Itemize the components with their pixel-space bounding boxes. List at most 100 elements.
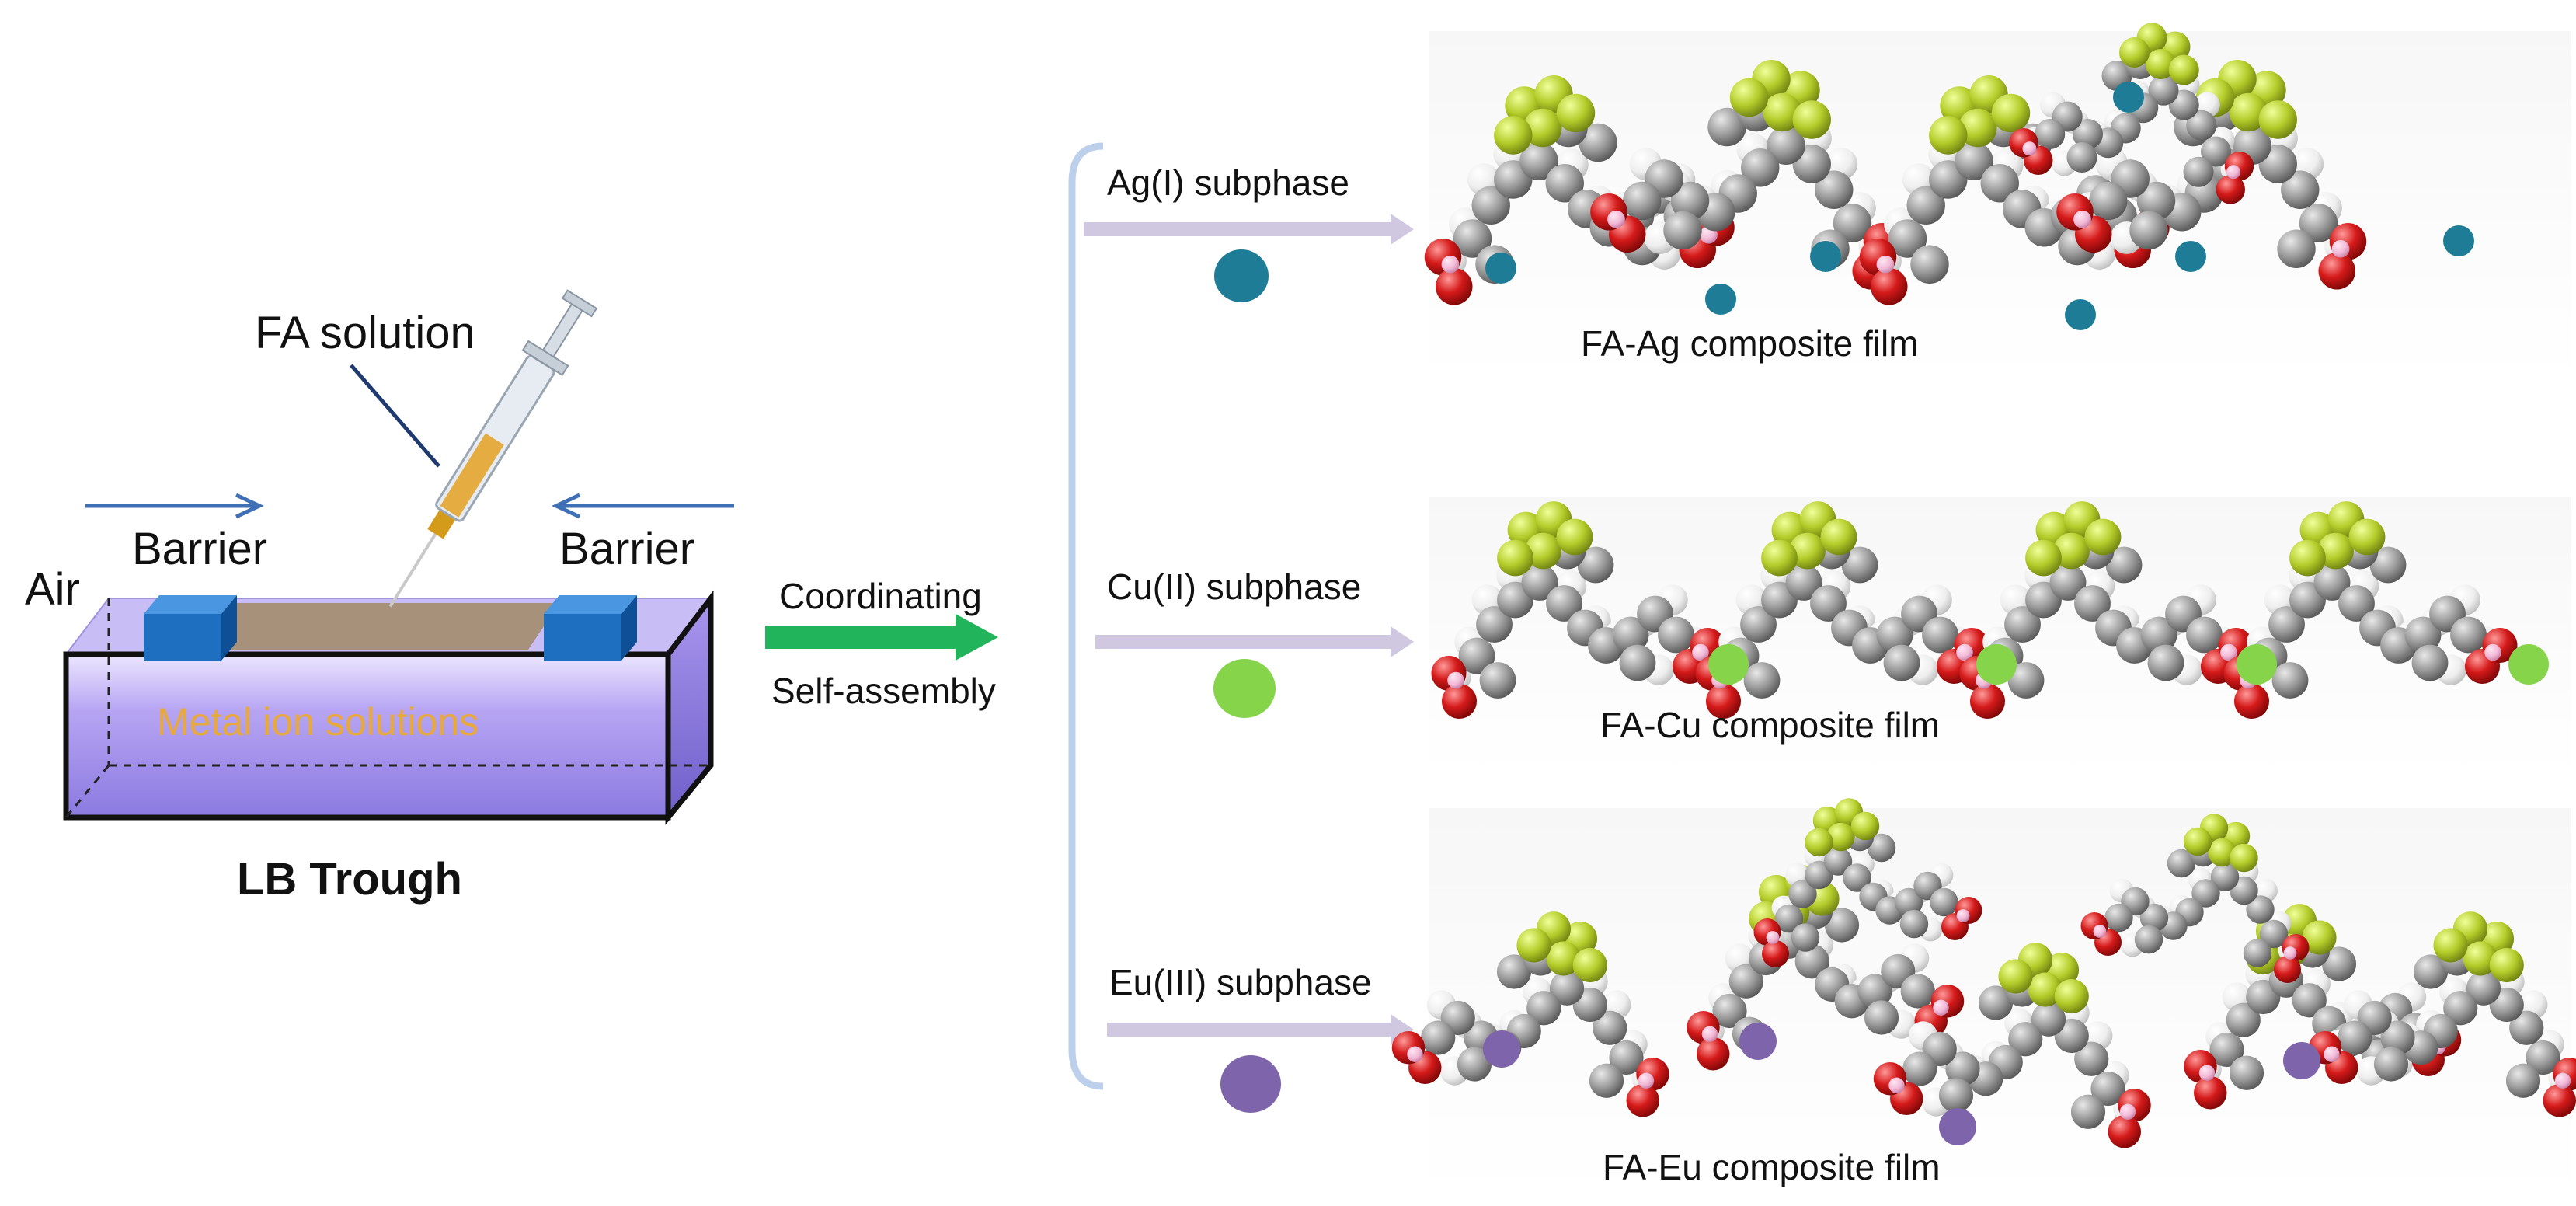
carbon-atom xyxy=(1526,991,1561,1026)
carbon-atom xyxy=(2139,903,2169,932)
acid-hydrogen-atom xyxy=(2220,643,2237,661)
ag-ion xyxy=(1810,241,1841,272)
carbon-atom xyxy=(1609,1040,1644,1075)
cu-subphase-label: Cu(II) subphase xyxy=(1107,566,1362,607)
carbon-atom xyxy=(2466,971,2501,1006)
acid-hydrogen-atom xyxy=(1441,255,1460,274)
carbon-atom xyxy=(1794,944,1829,979)
carbon-atom xyxy=(2167,849,2196,878)
carbon-atom xyxy=(1791,923,1820,952)
carbon-atom xyxy=(2292,983,2327,1018)
ag-ion xyxy=(2113,82,2144,113)
fluorine-atom xyxy=(2289,539,2326,577)
cu-ion-dot xyxy=(1213,659,1276,718)
syringe-icon xyxy=(388,289,598,608)
acid-hydrogen-atom xyxy=(2324,1046,2340,1062)
fluorine-atom xyxy=(2433,928,2468,963)
metal-ion-solutions-label: Metal ion solutions xyxy=(157,700,479,744)
fluorine-atom xyxy=(2183,827,2212,856)
self-assembly-label: Self-assembly xyxy=(771,671,996,711)
fluorine-atom xyxy=(2317,532,2354,570)
fluorine-atom xyxy=(2489,947,2524,983)
carbon-atom xyxy=(1788,880,1817,908)
carbon-atom xyxy=(2380,1020,2415,1055)
oxygen-atom xyxy=(1871,268,1908,305)
fluorine-atom xyxy=(1523,108,1562,148)
carbon-atom xyxy=(1894,887,1923,917)
carbon-atom xyxy=(1883,644,1920,681)
tank-hidden-edge xyxy=(64,765,110,818)
carbon-atom xyxy=(2259,919,2289,949)
molecule-models xyxy=(1391,23,2576,1148)
cu-ion xyxy=(2508,644,2549,685)
carbon-atom xyxy=(2070,1094,2106,1129)
oxygen-atom xyxy=(2274,956,2301,983)
fluorine-atom xyxy=(1929,116,1968,155)
carbon-atom xyxy=(2210,863,2240,891)
carbon-atom xyxy=(2526,1040,2560,1075)
ag-ion-dot xyxy=(1214,249,1269,302)
carbon-atom xyxy=(1712,993,1747,1029)
fluorine-atom xyxy=(1556,518,1593,556)
carbon-atom xyxy=(1824,908,1860,943)
fa-ag-film-label: FA-Ag composite film xyxy=(1581,323,1919,364)
carbon-atom xyxy=(2105,546,2143,584)
carbon-atom xyxy=(1741,148,1780,187)
carbon-atom xyxy=(1910,245,1949,284)
eu-subphase-label: Eu(III) subphase xyxy=(1109,962,1372,1002)
carbon-atom xyxy=(1945,1051,1980,1086)
carbon-atom xyxy=(2229,1055,2264,1090)
eu-ion-dot xyxy=(1220,1055,1281,1113)
carbon-atom xyxy=(2129,211,2168,250)
carbon-atom xyxy=(1955,141,1993,180)
carbon-atom xyxy=(1888,219,1927,258)
carbon-atom xyxy=(2268,606,2305,643)
carbon-atom xyxy=(2271,662,2309,699)
branch-bracket xyxy=(1068,142,1104,1090)
carbon-atom xyxy=(1549,971,1585,1006)
carbon-atom xyxy=(1623,181,1662,221)
carbon-atom xyxy=(1476,606,1513,643)
oxygen-atom xyxy=(1436,268,1473,305)
carbon-atom xyxy=(1774,904,1804,933)
carbon-atom xyxy=(1900,974,1935,1009)
branch-arrow-head xyxy=(1391,626,1414,657)
fluorine-atom xyxy=(1556,93,1596,133)
fluorine-atom xyxy=(2053,532,2090,570)
carbon-atom xyxy=(2004,606,2041,643)
carbon-atom xyxy=(2404,616,2442,654)
carbon-atom xyxy=(1612,616,1649,654)
oxygen-atom xyxy=(1626,1084,1659,1117)
acid-hydrogen-atom xyxy=(2554,1072,2571,1089)
carbon-atom xyxy=(2338,585,2375,622)
carbon-atom xyxy=(1593,1010,1627,1045)
carbon-atom xyxy=(1906,186,1945,225)
carbon-atom xyxy=(2104,903,2133,932)
carbon-atom xyxy=(2186,616,2223,654)
fluorine-atom xyxy=(2208,838,2237,867)
barrier-right-label: Barrier xyxy=(559,524,695,574)
barrier-left-label: Barrier xyxy=(132,524,268,574)
carbon-atom xyxy=(1458,637,1495,674)
carbon-atom xyxy=(2035,119,2066,149)
tank-side xyxy=(665,590,714,825)
metal-ion-solution-tank xyxy=(63,651,671,821)
acid-hydrogen-atom xyxy=(1933,999,1949,1016)
branch-arrow-shaft xyxy=(1084,222,1391,236)
oxygen-atom xyxy=(2318,253,2355,290)
carbon-atom xyxy=(2148,75,2179,106)
carbon-atom xyxy=(1479,662,1516,699)
fluorine-atom xyxy=(2302,920,2337,955)
acid-hydrogen-atom xyxy=(2073,210,2091,228)
fluorine-atom xyxy=(1525,532,1561,570)
carbon-atom xyxy=(1707,107,1746,147)
acid-hydrogen-atom xyxy=(2331,239,2350,258)
acid-hydrogen-atom xyxy=(2093,925,2107,938)
fluorine-atom xyxy=(1497,539,1533,577)
ag-subphase-label: Ag(I) subphase xyxy=(1107,162,1349,203)
carbon-atom xyxy=(1785,564,1822,601)
fluorine-atom xyxy=(1789,532,1826,570)
carbon-atom xyxy=(2299,204,2338,242)
ag-ion xyxy=(1705,284,1736,315)
fluorine-atom xyxy=(2025,539,2062,577)
